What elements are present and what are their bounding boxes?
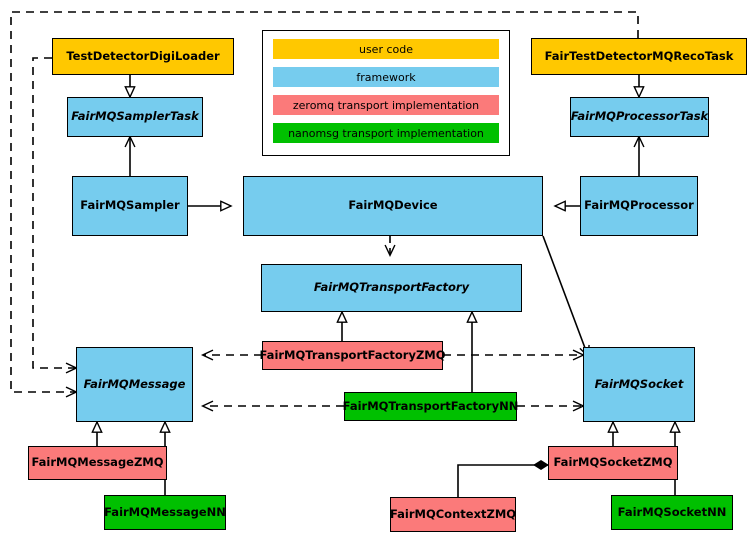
node-fair-mq-processor[interactable]: FairMQProcessor (580, 176, 698, 236)
node-test-detector-digi-loader[interactable]: TestDetectorDigiLoader (52, 38, 234, 75)
node-fair-test-detector-mq-reco-task[interactable]: FairTestDetectorMQRecoTask (531, 38, 747, 75)
node-label: FairMQMessageZMQ (31, 455, 164, 470)
node-label: FairMQMessageNN (104, 504, 226, 519)
node-label: FairMQDevice (348, 198, 438, 213)
node-label: FairMQSocketNN (617, 504, 727, 519)
legend-label-nanomsg: nanomsg transport implementation (288, 126, 484, 140)
node-fair-mq-transport-factory[interactable]: FairMQTransportFactory (261, 264, 522, 312)
node-label: FairMQSampler (80, 198, 180, 213)
node-fair-mq-message[interactable]: FairMQMessage (76, 347, 193, 422)
node-label: FairTestDetectorMQRecoTask (544, 48, 734, 63)
node-fair-mq-message-nn[interactable]: FairMQMessageNN (104, 495, 226, 530)
node-fair-mq-context-zmq[interactable]: FairMQContextZMQ (390, 497, 516, 532)
node-label: FairMQTransportFactoryNN (342, 398, 519, 413)
node-fair-mq-message-zmq[interactable]: FairMQMessageZMQ (28, 446, 167, 480)
node-label: FairMQProcessor (584, 198, 694, 213)
node-label: TestDetectorDigiLoader (66, 48, 220, 63)
edge-recotask-to-message (10, 11, 639, 392)
legend-item-user-code: user code (273, 39, 499, 59)
node-label: FairMQContextZMQ (389, 506, 517, 521)
node-label: FairMQTransportFactory (313, 280, 470, 295)
node-label: FairMQSamplerTask (71, 109, 199, 124)
legend: user code framework zeromq transport imp… (262, 30, 510, 156)
node-label: FairMQProcessorTask (570, 109, 709, 124)
node-fair-mq-sampler[interactable]: FairMQSampler (72, 176, 188, 236)
legend-label-framework: framework (356, 70, 416, 84)
edge-digiloader-to-message (32, 57, 76, 368)
node-fair-mq-transport-factory-zmq[interactable]: FairMQTransportFactoryZMQ (259, 341, 446, 370)
node-fair-mq-socket-zmq[interactable]: FairMQSocketZMQ (548, 446, 678, 480)
node-label: FairMQTransportFactoryZMQ (259, 347, 446, 362)
legend-item-zeromq: zeromq transport implementation (273, 95, 499, 115)
legend-label-zeromq: zeromq transport implementation (292, 98, 480, 112)
legend-label-user-code: user code (358, 42, 414, 56)
node-fair-mq-processor-task[interactable]: FairMQProcessorTask (570, 97, 709, 137)
node-label: FairMQMessage (83, 376, 186, 391)
edge-device-to-socket (542, 235, 588, 356)
legend-item-framework: framework (273, 67, 499, 87)
node-label: FairMQSocket (594, 376, 684, 391)
node-fair-mq-transport-factory-nn[interactable]: FairMQTransportFactoryNN (342, 392, 519, 421)
node-label: FairMQSocketZMQ (553, 455, 673, 470)
edge-socketzmq-to-contextzmq (457, 460, 549, 497)
legend-item-nanomsg: nanomsg transport implementation (273, 123, 499, 143)
node-fair-mq-socket-nn[interactable]: FairMQSocketNN (611, 495, 733, 530)
node-fair-mq-device[interactable]: FairMQDevice (243, 176, 543, 236)
node-fair-mq-sampler-task[interactable]: FairMQSamplerTask (67, 97, 203, 137)
node-fair-mq-socket[interactable]: FairMQSocket (583, 347, 695, 422)
